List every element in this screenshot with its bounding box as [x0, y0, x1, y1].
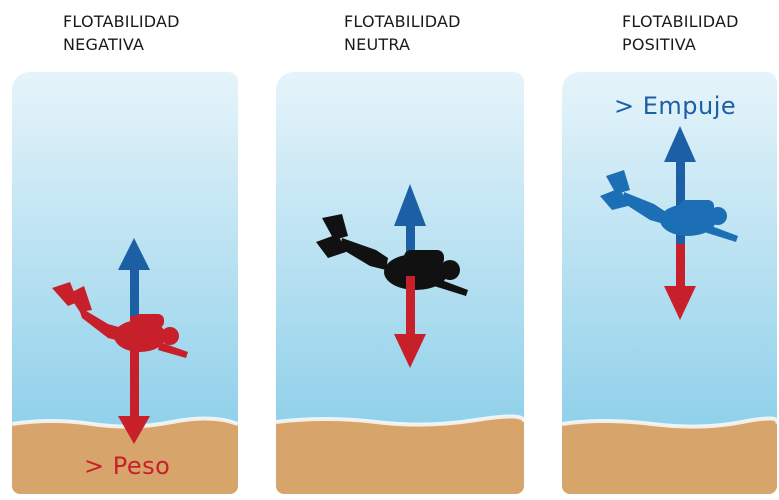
weight-label: > Peso — [84, 452, 171, 480]
title-positive: FLOTABILIDAD POSITIVA — [622, 10, 739, 56]
water — [12, 72, 238, 432]
down-arrow-head — [664, 286, 696, 320]
down-arrow-shaft — [130, 316, 139, 428]
down-arrow-head — [118, 416, 150, 444]
water — [276, 72, 524, 432]
title-positive-line2: POSITIVA — [622, 35, 697, 54]
up-arrow-shaft — [130, 266, 139, 316]
up-arrow-head — [118, 238, 150, 270]
buoyancy-label: > Empuje — [614, 92, 737, 120]
title-neutral-line2: NEUTRA — [344, 35, 411, 54]
panel-positive-illustration — [562, 72, 777, 494]
title-neutral: FLOTABILIDAD NEUTRA — [344, 10, 461, 56]
sand — [562, 418, 777, 494]
panel-negative: > Peso — [12, 72, 238, 494]
title-negative: FLOTABILIDAD NEGATIVA — [63, 10, 180, 56]
up-arrow-head — [394, 184, 426, 226]
title-negative-line2: NEGATIVA — [63, 35, 145, 54]
sand — [276, 416, 524, 494]
title-positive-line1: FLOTABILIDAD — [622, 12, 739, 31]
panel-neutral — [276, 72, 524, 494]
down-arrow-shaft — [406, 276, 415, 338]
panel-negative-illustration — [12, 72, 238, 494]
title-neutral-line1: FLOTABILIDAD — [344, 12, 461, 31]
panel-positive: > Empuje — [562, 72, 777, 494]
up-arrow-shaft — [676, 158, 685, 244]
down-arrow-head — [394, 334, 426, 368]
diver-silhouette — [52, 282, 188, 358]
up-arrow-head — [664, 126, 696, 162]
down-arrow-shaft — [676, 244, 685, 290]
diver-silhouette — [316, 214, 468, 296]
title-negative-line1: FLOTABILIDAD — [63, 12, 180, 31]
panel-neutral-illustration — [276, 72, 524, 494]
diver-silhouette — [600, 170, 738, 242]
sand — [12, 418, 238, 494]
up-arrow-shaft — [406, 222, 415, 276]
water — [562, 72, 777, 432]
